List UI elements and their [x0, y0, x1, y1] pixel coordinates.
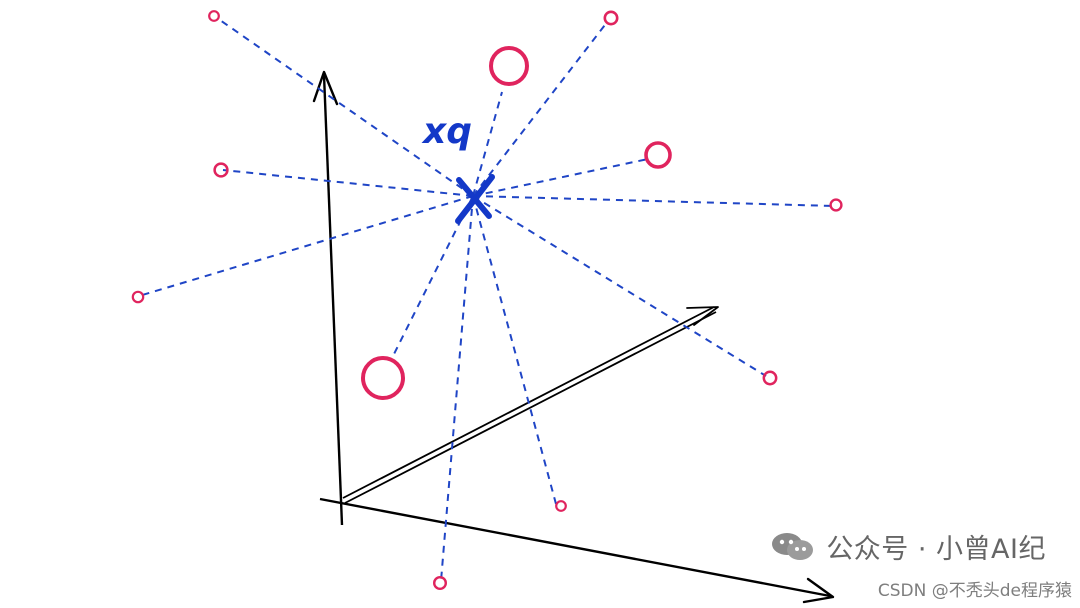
distance-line-right	[472, 195, 835, 207]
large-point-top	[489, 46, 529, 86]
distance-line-top-large	[472, 91, 503, 197]
small-point-left-upper	[213, 162, 229, 178]
depth-axis-line-b	[344, 311, 717, 504]
small-point-bottom-right	[762, 370, 778, 386]
data-points	[131, 10, 843, 591]
horizontal-axis-arrowhead	[802, 577, 835, 604]
wechat-watermark: 公众号 · 小曾AI纪	[770, 527, 1046, 566]
small-point-left-lower	[131, 290, 145, 304]
small-point-bottom-center	[555, 500, 567, 512]
small-point-top-left	[208, 10, 220, 22]
distance-lines	[138, 17, 835, 582]
wechat-watermark-text: 公众号 · 小曾AI纪	[826, 534, 1046, 565]
medium-point-upper-right	[644, 141, 672, 169]
vertical-axis	[322, 74, 344, 526]
distance-line-top-right	[472, 20, 609, 197]
wechat-icon	[772, 532, 814, 560]
query-point	[455, 174, 495, 224]
vertical-axis-arrowhead	[312, 70, 339, 106]
distance-line-bottom	[440, 195, 474, 582]
axes	[312, 70, 835, 604]
distance-line-left-lower	[138, 195, 474, 297]
distance-line-upper-right	[472, 158, 649, 197]
horizontal-axis	[319, 497, 831, 598]
small-point-bottom	[433, 576, 448, 591]
distance-line-left-upper	[222, 169, 474, 197]
distance-line-top-left	[216, 17, 474, 197]
query-cross-stroke-b	[455, 174, 495, 224]
small-point-right	[829, 198, 843, 212]
csdn-watermark: CSDN @不秃头de程序猿	[877, 581, 1072, 601]
query-label: xq	[421, 111, 472, 152]
distance-line-bottom-center	[472, 195, 557, 505]
depth-axis-arrowhead	[686, 306, 719, 326]
small-point-top-right	[603, 10, 619, 26]
distance-line-bottom-right	[472, 195, 767, 377]
large-point-lower-left	[361, 356, 405, 400]
